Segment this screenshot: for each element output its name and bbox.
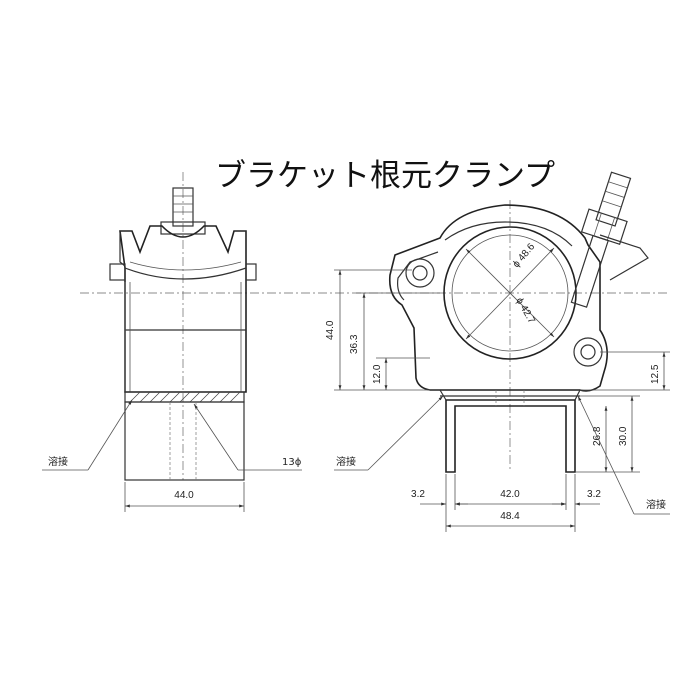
side-swing-bolt — [570, 171, 632, 308]
front-width-dim: 44.0 — [174, 490, 194, 501]
front-nut — [160, 221, 206, 235]
front-hole-leader — [193, 403, 239, 471]
side-lower-bolt — [573, 337, 603, 367]
front-bolt — [172, 187, 194, 227]
side-weld-right-leader — [577, 395, 635, 515]
leg-inner-dim: 26.8 — [592, 426, 603, 446]
front-right-tab — [245, 263, 257, 281]
inner-dia-leader — [465, 247, 555, 340]
front-clamp-body — [119, 225, 247, 393]
drawing-title: ブラケット根元クランプ — [215, 158, 555, 194]
bottom-left-dim: 3.2 — [411, 489, 425, 500]
outer-dia-label: ϕ 48.6 — [511, 241, 538, 270]
height-total-dim: 44.0 — [325, 320, 336, 340]
height-mid-dim: 36.3 — [349, 334, 360, 354]
side-hinge-bolt — [405, 258, 435, 288]
side-clamp-body — [388, 204, 608, 392]
bottom-mid-dim: 42.0 — [500, 489, 520, 500]
side-weld-left-label: 溶接 — [336, 455, 356, 468]
bottom-right-dim: 3.2 — [587, 489, 601, 500]
front-pipe — [124, 401, 245, 481]
side-weld-right-label: 溶接 — [646, 498, 666, 511]
front-view: 44.0 溶接 13ϕ — [42, 172, 302, 512]
weld-hatching — [129, 391, 241, 403]
front-weld-leader — [87, 399, 133, 471]
inner-dia-label: ϕ 42.7 — [513, 296, 537, 326]
bottom-total-dim: 48.4 — [500, 511, 520, 522]
height-low-dim: 12.0 — [372, 364, 383, 384]
leg-outer-dim: 30.0 — [618, 426, 629, 446]
top-right-dim: 12.5 — [650, 364, 661, 384]
side-weld-left-leader — [367, 395, 444, 471]
pipe-inner-circle — [451, 234, 569, 352]
front-hole-label: 13ϕ — [282, 457, 302, 468]
side-bracket — [445, 399, 576, 473]
side-view: ϕ 48.6 ϕ 42.7 44.0 36.3 — [325, 171, 670, 532]
front-weld-label: 溶接 — [48, 455, 68, 468]
front-weld-band — [124, 391, 245, 403]
front-left-tab — [109, 263, 126, 281]
pipe-outer-circle — [443, 226, 577, 360]
